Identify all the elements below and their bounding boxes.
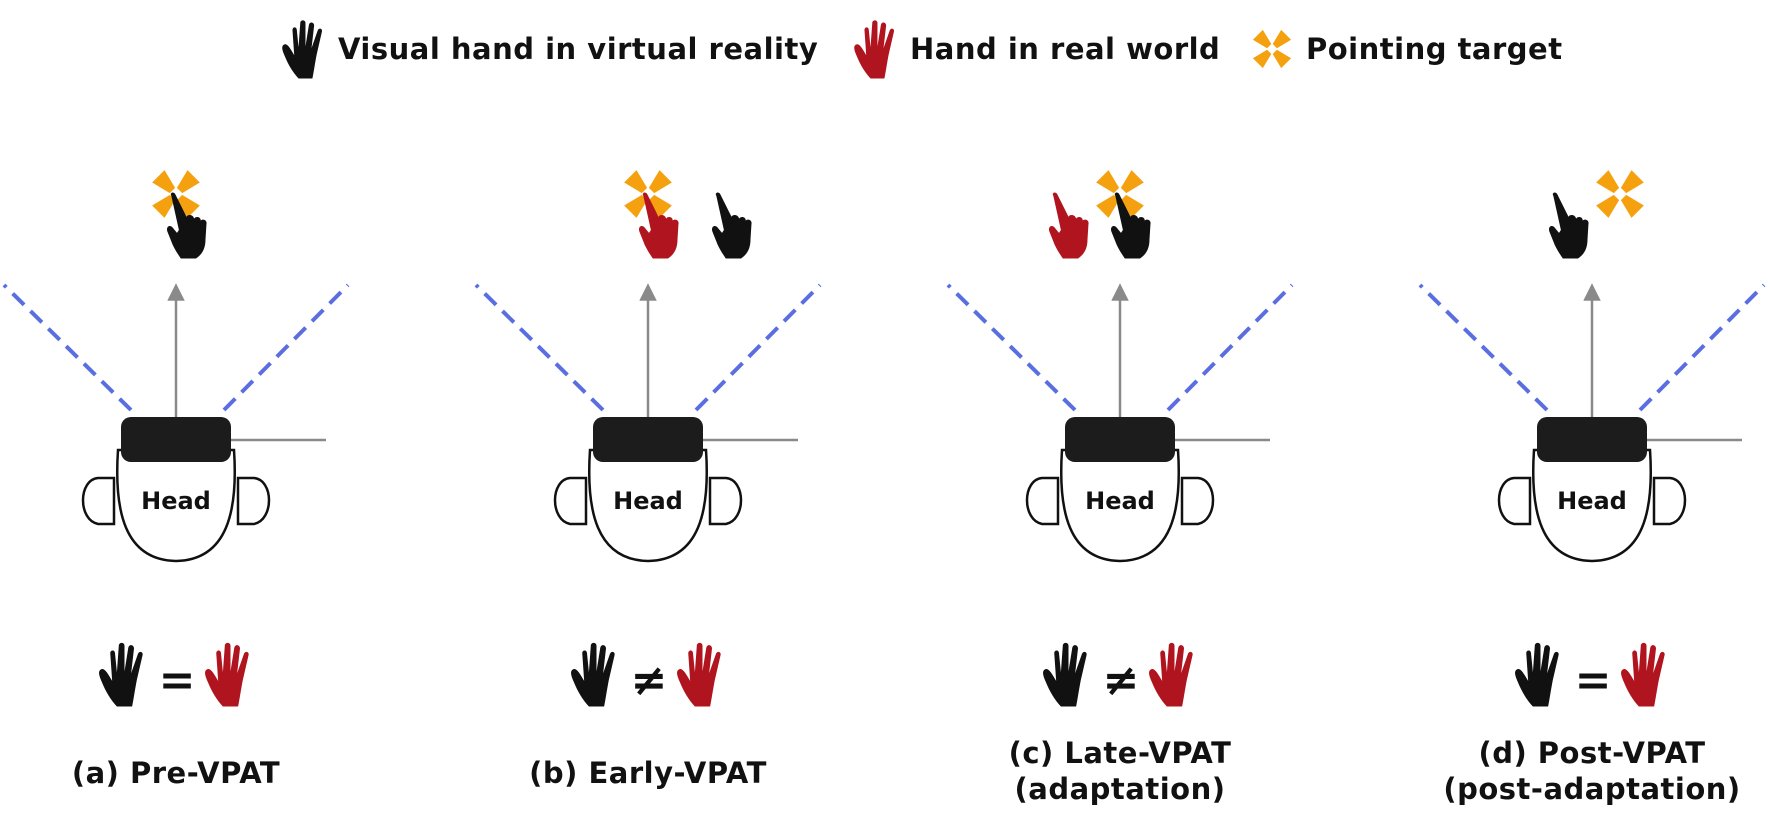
relation-row: ≠ <box>571 642 721 707</box>
relation-symbol: ≠ <box>1103 655 1140 706</box>
pointing-target-icon <box>152 170 200 218</box>
virtual-pointing-hand-icon <box>711 192 752 259</box>
head-label: Head <box>141 487 211 515</box>
virtual-pointing-hand-icon <box>1110 192 1151 259</box>
caption-subtitle: (post-adaptation) <box>1443 772 1741 806</box>
virtual-hand-icon <box>99 642 143 707</box>
vr-headset <box>121 417 231 462</box>
relation-row: = <box>1515 642 1665 707</box>
pointing-target-icon <box>1252 29 1292 69</box>
panel-a: Head = <box>2 170 350 707</box>
head-label: Head <box>613 487 683 515</box>
fov-right-line <box>1638 283 1766 412</box>
caption-title: (b) Early-VPAT <box>529 756 767 790</box>
real-hand-icon <box>1621 642 1665 707</box>
panel-c: Head ≠ <box>946 170 1294 707</box>
head: Head <box>553 417 743 563</box>
caption-b: (b) Early-VPAT <box>448 755 848 791</box>
vr-headset <box>593 417 703 462</box>
legend-target: Pointing target <box>1248 4 1563 94</box>
fov-right-line <box>694 283 822 412</box>
panel-b: Head ≠ <box>474 170 822 707</box>
head-outline <box>1059 448 1181 563</box>
left-ear <box>81 476 116 526</box>
relation-row: = <box>99 642 249 707</box>
panel-d: Head = <box>1418 170 1766 707</box>
caption-title: (c) Late-VPAT <box>1008 736 1232 770</box>
fov-right-line <box>1166 283 1294 412</box>
legend-virtual-hand-label: Visual hand in virtual reality <box>338 32 819 66</box>
real-hand-icon <box>677 642 721 707</box>
caption-a: (a) Pre-VPAT <box>0 755 376 791</box>
caption-d: (d) Post-VPAT(post-adaptation) <box>1392 735 1770 807</box>
fov-left-line <box>1418 283 1549 412</box>
head-outline <box>115 448 237 563</box>
pointing-target-icon <box>1096 170 1144 218</box>
virtual-pointing-hand-icon <box>166 192 207 259</box>
pointing-target-icon <box>1252 29 1292 69</box>
head: Head <box>81 417 271 563</box>
relation-row: ≠ <box>1043 642 1193 707</box>
head: Head <box>1497 417 1687 563</box>
fov-left-line <box>2 283 133 412</box>
legend: Visual hand in virtual reality Hand in r… <box>0 0 1770 100</box>
real-hand-icon <box>854 20 895 79</box>
virtual-hand-icon <box>1515 642 1559 707</box>
virtual-hand-icon <box>282 20 323 79</box>
fov-right-line <box>222 283 350 412</box>
right-ear <box>1652 476 1687 526</box>
fov-left-line <box>474 283 605 412</box>
caption-title: (d) Post-VPAT <box>1478 736 1706 770</box>
relation-symbol: ≠ <box>631 655 668 706</box>
pointing-target-icon <box>1596 170 1644 218</box>
caption-subtitle: (adaptation) <box>1014 772 1226 806</box>
head-outline <box>1531 448 1653 563</box>
legend-target-label: Pointing target <box>1306 32 1563 66</box>
open-hand-shape <box>854 20 895 79</box>
head-outline <box>587 448 709 563</box>
vr-headset <box>1065 417 1175 462</box>
relation-symbol: = <box>1575 655 1612 706</box>
virtual-pointing-hand-icon <box>1548 192 1589 259</box>
left-ear <box>553 476 588 526</box>
legend-real-hand-label: Hand in real world <box>910 32 1221 66</box>
relation-symbol: = <box>159 655 196 706</box>
real-pointing-hand-icon <box>638 192 679 259</box>
real-hand-icon <box>1149 642 1193 707</box>
head-label: Head <box>1085 487 1155 515</box>
fov-left-line <box>946 283 1077 412</box>
right-ear <box>708 476 743 526</box>
virtual-hand-icon <box>1043 642 1087 707</box>
real-pointing-hand-icon <box>1048 192 1089 259</box>
caption-title: (a) Pre-VPAT <box>71 756 281 790</box>
caption-c: (c) Late-VPAT(adaptation) <box>920 735 1320 807</box>
real-hand-icon <box>205 642 249 707</box>
right-ear <box>236 476 271 526</box>
right-ear <box>1180 476 1215 526</box>
virtual-hand-icon <box>571 642 615 707</box>
head: Head <box>1025 417 1215 563</box>
pointing-target-icon <box>624 170 672 218</box>
legend-virtual-hand: Visual hand in virtual reality <box>276 4 818 94</box>
left-ear <box>1025 476 1060 526</box>
left-ear <box>1497 476 1532 526</box>
head-label: Head <box>1557 487 1627 515</box>
open-hand-shape <box>282 20 323 79</box>
legend-real-hand: Hand in real world <box>848 4 1220 94</box>
vr-headset <box>1537 417 1647 462</box>
